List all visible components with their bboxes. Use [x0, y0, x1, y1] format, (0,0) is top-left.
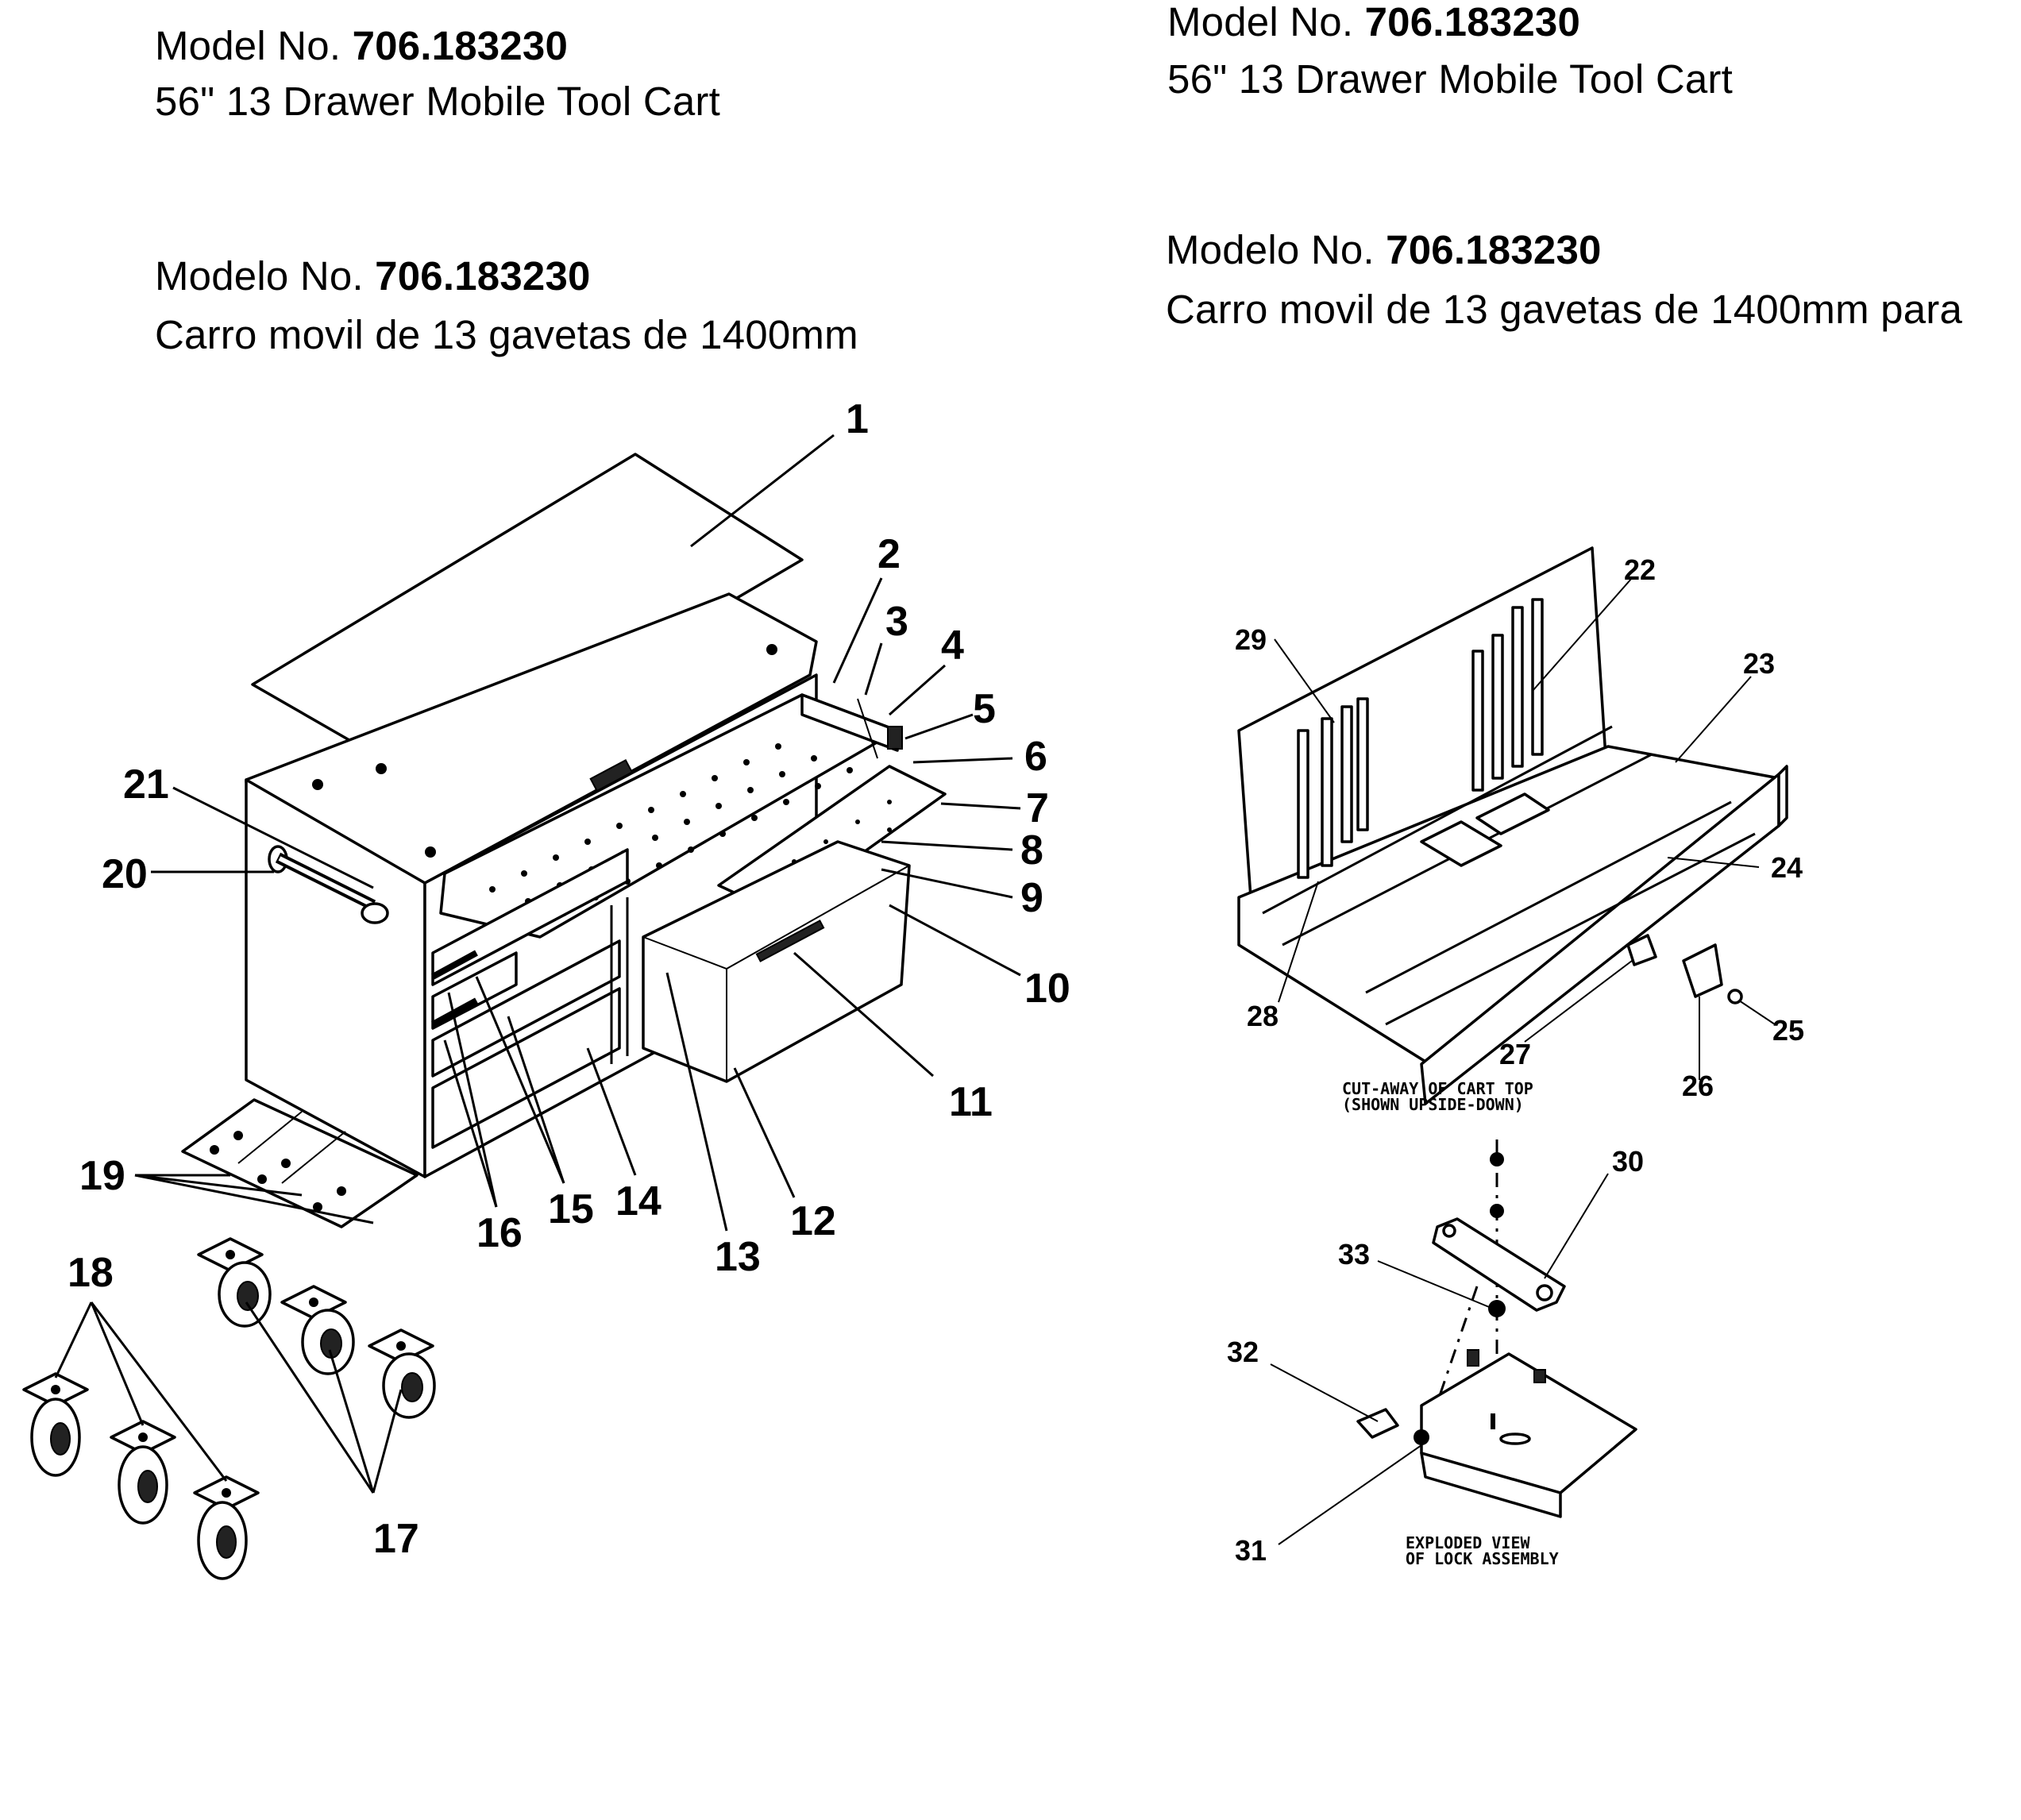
callout-11: 11 [949, 1079, 993, 1125]
long-drawer [642, 840, 911, 1083]
cutaway-caption-line2: (SHOWN UPSIDE-DOWN) [1342, 1095, 1524, 1114]
callout-18: 18 [67, 1250, 114, 1296]
left-model-prefix-es: Modelo No. [155, 253, 376, 299]
cart-top-cutaway: 22 23 24 25 26 27 28 29 CUT-AWAY OF CART… [1235, 546, 1804, 1114]
callout-32: 32 [1227, 1336, 1259, 1368]
callout-14: 14 [615, 1178, 661, 1224]
right-description-es: Carro movil de 13 gavetas de 1400mm para [1166, 287, 1963, 332]
left-description-en: 56" 13 Drawer Mobile Tool Cart [155, 79, 720, 124]
right-model-prefix-es: Modelo No. [1166, 227, 1387, 272]
right-model-line-en: Model No. 706.183230 [1167, 0, 1580, 45]
callout-23: 23 [1743, 647, 1775, 680]
callout-29: 29 [1235, 623, 1267, 656]
callout-6: 6 [1024, 734, 1047, 780]
callout-17: 17 [373, 1516, 419, 1562]
left-model-line-es: Modelo No. 706.183230 [155, 253, 591, 299]
cart-leader-lines [54, 434, 1021, 1494]
callout-15: 15 [548, 1186, 594, 1232]
tool-cart-assembly: 1 2 3 4 5 6 7 8 9 10 11 12 13 14 15 16 1… [22, 396, 1070, 1580]
swivel-casters [197, 1237, 436, 1419]
caster-mounting-plates [181, 1098, 418, 1228]
callout-30: 30 [1612, 1145, 1644, 1178]
callout-27: 27 [1499, 1038, 1531, 1070]
left-model-prefix-en: Model No. [155, 23, 353, 68]
callout-12: 12 [790, 1198, 836, 1244]
lock-assembly-exploded: 30 33 32 31 EXPLODED VIEW OF LOCK ASSEMB… [1227, 1139, 1644, 1568]
callout-25: 25 [1772, 1014, 1804, 1047]
right-model-number-es: 706.183230 [1386, 227, 1602, 272]
callout-2: 2 [877, 531, 901, 577]
left-model-number-en: 706.183230 [352, 23, 569, 68]
exploded-caption-line1: EXPLODED VIEW [1406, 1533, 1530, 1552]
brackets-29 [1297, 697, 1369, 879]
callout-8: 8 [1020, 827, 1043, 873]
callout-10: 10 [1024, 966, 1070, 1012]
side-handle-drawing [268, 845, 389, 924]
brackets-22 [1471, 598, 1544, 792]
callout-20: 20 [102, 851, 148, 897]
callout-33: 33 [1338, 1238, 1370, 1271]
left-model-number-es: 706.183230 [375, 253, 591, 299]
callout-7: 7 [1026, 785, 1049, 831]
left-model-line-en: Model No. 706.183230 [155, 22, 568, 69]
callout-13: 13 [715, 1234, 761, 1280]
cutaway-caption-line1: CUT-AWAY OF CART TOP [1342, 1079, 1533, 1098]
callout-31: 31 [1235, 1534, 1267, 1567]
callout-5: 5 [973, 686, 996, 732]
callout-16: 16 [476, 1210, 523, 1256]
tray-drawer [439, 693, 899, 939]
exploded-caption-line2: OF LOCK ASSEMBLY [1406, 1549, 1559, 1568]
rigid-casters [22, 1372, 260, 1580]
callout-21: 21 [123, 762, 169, 808]
callout-26: 26 [1682, 1070, 1714, 1102]
callout-9: 9 [1020, 875, 1043, 921]
right-description-en: 56" 13 Drawer Mobile Tool Cart [1167, 56, 1733, 102]
right-model-number-en: 706.183230 [1364, 0, 1581, 44]
callout-22: 22 [1624, 553, 1656, 586]
callout-28: 28 [1247, 1000, 1279, 1032]
right-model-prefix-en: Model No. [1167, 0, 1365, 44]
callout-3: 3 [885, 599, 908, 645]
callout-4: 4 [941, 623, 964, 669]
callout-24: 24 [1771, 851, 1803, 884]
callout-1: 1 [846, 396, 869, 442]
callout-19: 19 [79, 1153, 125, 1199]
left-description-es: Carro movil de 13 gavetas de 1400mm [155, 312, 858, 357]
right-model-line-es: Modelo No. 706.183230 [1166, 226, 1602, 273]
